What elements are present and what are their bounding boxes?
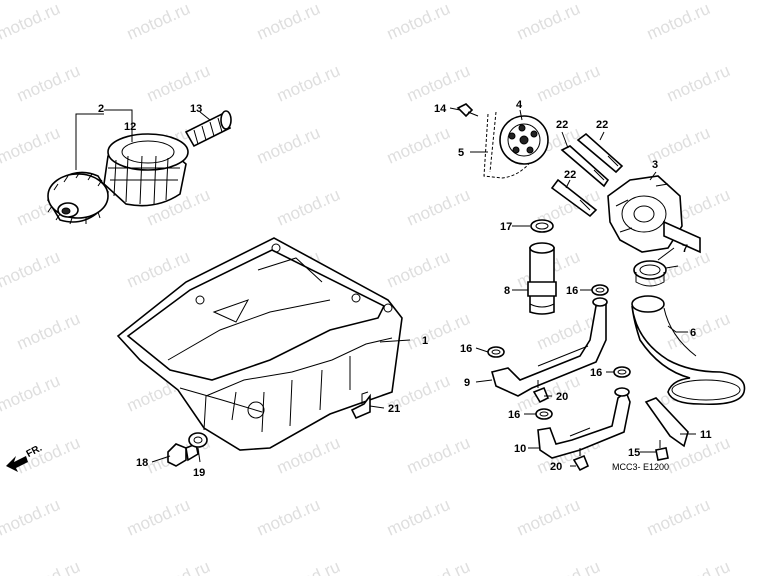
watermark-text: motod.ru bbox=[124, 0, 193, 44]
watermark-text: motod.ru bbox=[254, 0, 323, 44]
o-ring-16-right bbox=[613, 366, 631, 378]
watermark-text: motod.ru bbox=[644, 0, 713, 44]
diagram-code: MCC3- E1200 bbox=[612, 462, 669, 472]
watermark-text: motod.ru bbox=[0, 495, 63, 540]
callout-1: 1 bbox=[422, 335, 428, 347]
callout-4: 4 bbox=[516, 99, 523, 111]
flange-bolt bbox=[350, 391, 371, 420]
callout-10: 10 bbox=[514, 443, 526, 455]
o-ring-16-left bbox=[487, 346, 505, 358]
callout-21: 21 bbox=[388, 403, 400, 415]
watermark-text: motod.ru bbox=[14, 61, 83, 106]
oil-pan bbox=[116, 237, 403, 451]
watermark-text: motod.ru bbox=[274, 185, 343, 230]
oil-filter-cover bbox=[47, 171, 109, 225]
strainer-stay bbox=[644, 397, 689, 448]
front-direction-arrow-icon bbox=[6, 456, 28, 472]
callout-14: 14 bbox=[434, 103, 447, 115]
watermark-text: motod.ru bbox=[384, 247, 453, 292]
watermark-text: motod.ru bbox=[0, 371, 63, 416]
oil-pipe-upright bbox=[527, 242, 557, 315]
watermark-text: motod.ru bbox=[514, 0, 583, 44]
sealing-washer bbox=[188, 432, 208, 448]
callout-16-d: 16 bbox=[508, 409, 520, 421]
watermark-text: motod.ru bbox=[274, 61, 343, 106]
watermark-text: motod.ru bbox=[14, 309, 83, 354]
watermark-text: motod.ru bbox=[664, 557, 733, 576]
callout-22-b: 22 bbox=[596, 119, 608, 131]
callout-labels: 2 12 13 1 18 19 21 14 4 5 22 22 22 3 17 … bbox=[98, 99, 712, 479]
callout-17: 17 bbox=[500, 221, 512, 233]
pipe-bolt-20-upper bbox=[532, 380, 550, 404]
watermark-text: motod.ru bbox=[254, 495, 323, 540]
o-ring-16-upper bbox=[591, 284, 609, 296]
pump-sprocket-bolt bbox=[456, 103, 479, 118]
callout-20-b: 20 bbox=[550, 461, 562, 473]
pipe-o-ring-top bbox=[530, 219, 554, 233]
watermark-text: motod.ru bbox=[0, 0, 63, 44]
callout-16-a: 16 bbox=[566, 285, 578, 297]
callout-20-a: 20 bbox=[556, 391, 568, 403]
callout-18: 18 bbox=[136, 457, 148, 469]
watermark-text: motod.ru bbox=[664, 309, 733, 354]
oil-pipe-9 bbox=[491, 297, 608, 397]
watermark-text: motod.ru bbox=[534, 557, 603, 576]
watermark-text: motod.ru bbox=[254, 123, 323, 168]
watermark-text: motod.ru bbox=[644, 495, 713, 540]
watermark-text: motod.ru bbox=[664, 61, 733, 106]
watermark-text: motod.ru bbox=[144, 557, 213, 576]
callout-16-b: 16 bbox=[460, 343, 472, 355]
callout-2: 2 bbox=[98, 103, 104, 115]
leader-lines bbox=[75, 107, 696, 467]
watermark-text: motod.ru bbox=[534, 61, 603, 106]
watermark-text: motod.ru bbox=[14, 433, 83, 478]
oil-pump bbox=[607, 175, 701, 254]
watermark-text: motod.ru bbox=[124, 495, 193, 540]
callout-9: 9 bbox=[464, 377, 470, 389]
callout-15: 15 bbox=[628, 447, 640, 459]
oil-strainer bbox=[631, 295, 746, 406]
callout-11: 11 bbox=[700, 429, 712, 441]
watermark-text: motod.ru bbox=[14, 557, 83, 576]
callout-7: 7 bbox=[682, 243, 688, 255]
watermark-text: motod.ru bbox=[404, 61, 473, 106]
callout-13: 13 bbox=[190, 103, 202, 115]
callout-22-a: 22 bbox=[556, 119, 568, 131]
callout-5: 5 bbox=[458, 147, 464, 159]
callout-6: 6 bbox=[690, 327, 696, 339]
watermark-text: motod.ru bbox=[404, 433, 473, 478]
oil-filter-bolt bbox=[184, 110, 232, 148]
watermark-text: motod.ru bbox=[0, 247, 63, 292]
drain-bolt bbox=[167, 442, 199, 467]
callout-16-c: 16 bbox=[590, 367, 602, 379]
pump-o-ring bbox=[633, 260, 667, 287]
oil-pipe-10 bbox=[537, 387, 631, 459]
watermark-text: motod.ru bbox=[384, 123, 453, 168]
watermark-text: motod.ru bbox=[384, 0, 453, 44]
watermark-text: motod.ru bbox=[0, 123, 63, 168]
callout-8: 8 bbox=[504, 285, 510, 297]
watermark-text: motod.ru bbox=[144, 61, 213, 106]
stay-bolt bbox=[655, 440, 669, 461]
callout-12: 12 bbox=[124, 121, 136, 133]
oil-filter bbox=[103, 133, 189, 207]
pump-sprocket bbox=[499, 115, 549, 165]
watermark-text: motod.ru bbox=[274, 557, 343, 576]
callout-3: 3 bbox=[652, 159, 658, 171]
watermark-text: motod.ru bbox=[384, 495, 453, 540]
pipe-bolt-20-lower bbox=[572, 448, 590, 472]
callout-22-c: 22 bbox=[564, 169, 576, 181]
watermark-text: motod.ru bbox=[514, 495, 583, 540]
watermark-text: motod.ru bbox=[404, 185, 473, 230]
callout-19: 19 bbox=[193, 467, 205, 479]
o-ring-16-lower bbox=[535, 408, 553, 420]
watermark-text: motod.ru bbox=[404, 557, 473, 576]
